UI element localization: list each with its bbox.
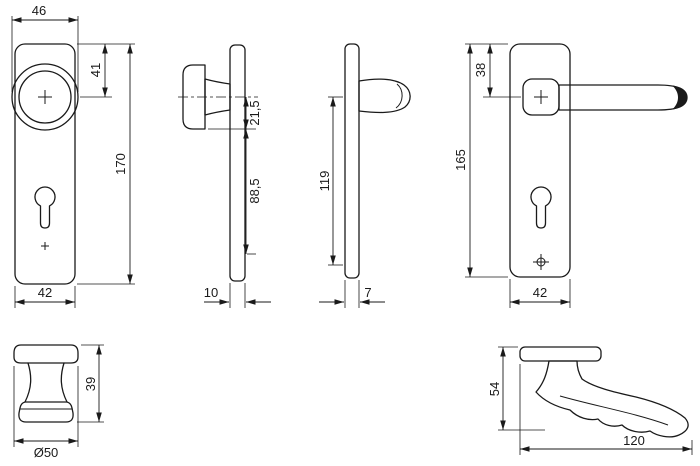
dim-label: 46 xyxy=(32,3,46,18)
fixing-point-cross xyxy=(41,242,49,250)
view-plate-knob-side: 21,5 88,5 10 xyxy=(178,44,271,308)
plate-side-outline xyxy=(344,43,360,279)
euro-cylinder-keyhole xyxy=(530,186,552,229)
dim-label: 119 xyxy=(317,171,332,192)
dim-lever-height-54: 54 xyxy=(487,346,545,431)
knob-cap xyxy=(13,344,79,364)
knob-inner-circle xyxy=(18,70,72,124)
lever-handle-tip xyxy=(672,85,687,110)
lever-side-neck xyxy=(358,78,411,114)
knob-outer-circle xyxy=(11,63,79,131)
dim-label: 42 xyxy=(533,285,547,300)
dim-label: Ø50 xyxy=(34,445,59,460)
lever-grip-inner-line xyxy=(559,395,669,426)
lever-neck-plate xyxy=(522,78,560,116)
lever-rose-cap xyxy=(519,346,602,362)
dim-bottom-width-42: 42 xyxy=(14,285,76,308)
knob-waist-right xyxy=(60,362,68,403)
plate-outline xyxy=(14,43,76,285)
dim-handle-axis-38: 38 xyxy=(465,43,521,98)
knob-center-cross xyxy=(38,90,52,104)
dim-height-170: 170 xyxy=(77,44,135,285)
dim-label: 38 xyxy=(473,63,488,77)
plate-side-outline xyxy=(229,44,246,282)
detail-lever-profile: 54 120 xyxy=(487,346,693,455)
dim-label: 41 xyxy=(88,63,103,77)
dim-label: 39 xyxy=(83,377,98,391)
knob-side-neck xyxy=(204,78,231,116)
view-plate-knob-front: 46 41 170 42 xyxy=(11,3,135,308)
knob-side-cap xyxy=(182,64,206,130)
dim-label: 42 xyxy=(38,285,52,300)
dim-knob-axis-41: 41 xyxy=(77,43,135,98)
dim-height-119: 119 xyxy=(317,96,343,266)
dim-label: 120 xyxy=(623,433,645,448)
detail-knob-profile: 39 Ø50 xyxy=(13,344,104,460)
dim-label: 21,5 xyxy=(247,100,262,125)
dim-label: 170 xyxy=(113,153,128,175)
lever-handle-bar xyxy=(558,84,688,111)
dim-label: 10 xyxy=(204,285,218,300)
fixing-point-crosshair xyxy=(533,254,549,270)
plate-outline xyxy=(509,43,571,278)
knob-base xyxy=(18,401,74,423)
lever-center-cross xyxy=(534,90,548,104)
lever-grip-outline xyxy=(535,360,689,438)
dim-knob-height-39: 39 xyxy=(77,344,104,423)
knob-waist-left xyxy=(24,362,32,403)
dim-bottom-width-42: 42 xyxy=(509,279,571,308)
dim-thickness-7: 7 xyxy=(319,280,385,308)
view-plate-lever-side: 119 7 xyxy=(317,43,411,308)
dim-label: 88,5 xyxy=(247,178,262,203)
dim-label: 7 xyxy=(364,285,371,300)
dim-lever-length-120: 120 xyxy=(519,364,693,455)
dim-height-165: 165 xyxy=(453,44,508,278)
dim-label: 165 xyxy=(453,149,468,171)
dim-top-width-46: 46 xyxy=(11,3,79,92)
dim-thickness-10: 10 xyxy=(204,283,271,308)
euro-cylinder-keyhole xyxy=(34,186,56,229)
dim-knob-diameter-50: Ø50 xyxy=(13,366,79,460)
lever-side-tip-line xyxy=(395,83,403,109)
view-plate-lever-front: 38 165 42 xyxy=(453,43,688,308)
dim-label: 54 xyxy=(487,382,502,396)
dim-axis-88-5: 88,5 xyxy=(243,129,262,255)
